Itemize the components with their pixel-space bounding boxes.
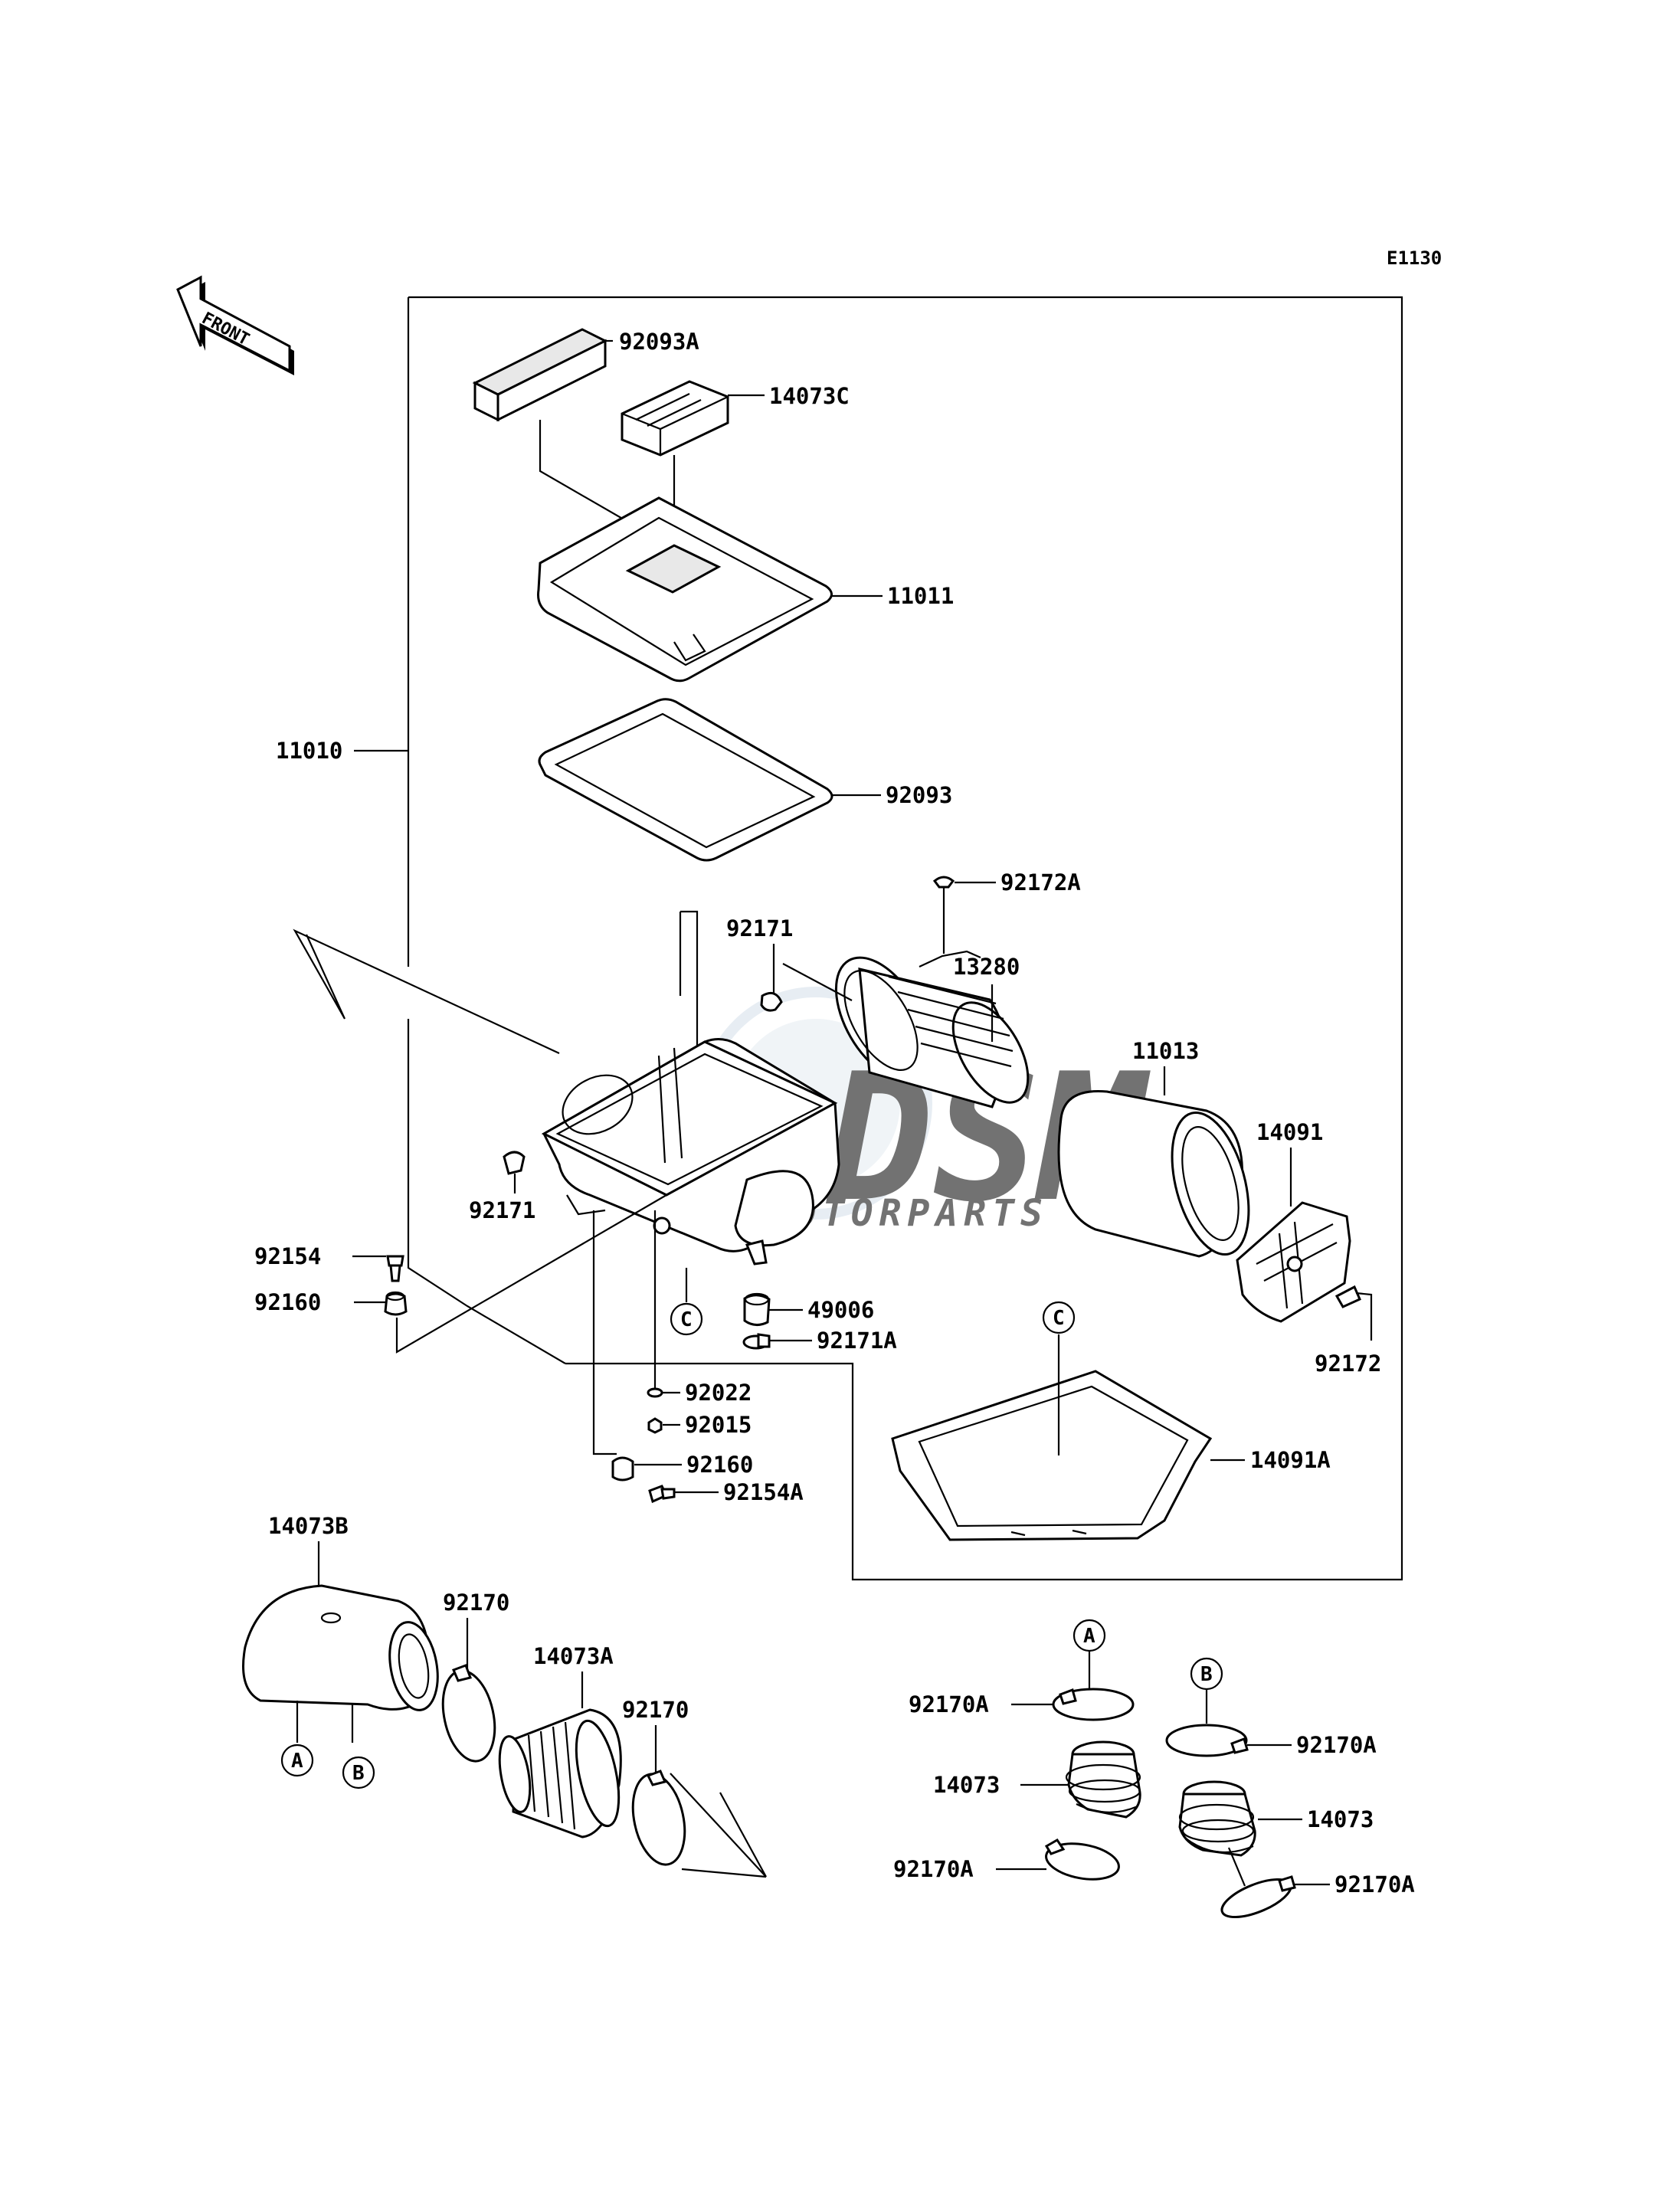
label-92170-a: 92170 <box>443 1590 509 1616</box>
callout-a-right-letter: A <box>1083 1625 1095 1648</box>
label-14073-2: 14073 <box>1307 1806 1374 1832</box>
callout-c-box <box>670 1302 703 1336</box>
label-92170a-2: 92170A <box>893 1856 974 1882</box>
label-92093a: 92093A <box>619 329 699 355</box>
label-11011: 11011 <box>887 583 954 609</box>
seal-strip-92093a <box>472 328 608 422</box>
callout-a-duct-letter: A <box>291 1750 303 1773</box>
clamp-92170a-3 <box>1165 1724 1249 1757</box>
label-92171-left: 92171 <box>469 1197 535 1223</box>
filter-element-11013 <box>1057 1089 1250 1258</box>
washer-92022 <box>647 1387 663 1398</box>
duct-cap-14073c <box>621 380 729 457</box>
clamp-92170a-4 <box>1220 1875 1296 1919</box>
end-plate-14091 <box>1236 1201 1351 1323</box>
label-92171a: 92171A <box>817 1328 897 1354</box>
gasket-92093 <box>538 698 833 862</box>
diagram-code: E1130 <box>1387 247 1442 269</box>
callout-b-duct-letter: B <box>352 1762 365 1785</box>
callout-a-duct <box>280 1744 314 1777</box>
label-92093: 92093 <box>886 782 952 808</box>
label-92172: 92172 <box>1315 1351 1381 1377</box>
clip-92171-top <box>760 991 783 1012</box>
label-92170a-3: 92170A <box>1296 1732 1377 1758</box>
callout-c-gasket-letter: C <box>1053 1307 1065 1330</box>
front-arrow-icon: FRONT <box>176 275 294 375</box>
intake-hose-14073a <box>498 1708 622 1838</box>
clamp-92170-b <box>631 1770 686 1866</box>
boot-14073-1 <box>1065 1740 1141 1819</box>
boot-14073-2 <box>1178 1780 1256 1857</box>
label-11013: 11013 <box>1132 1038 1199 1064</box>
label-14073b: 14073B <box>268 1513 349 1539</box>
label-14073-1: 14073 <box>933 1772 1000 1798</box>
drain-cap-49006 <box>743 1292 771 1326</box>
callout-b-right-letter: B <box>1200 1663 1213 1686</box>
clip-92171-left <box>503 1151 526 1175</box>
label-14091a: 14091A <box>1250 1447 1331 1473</box>
clamp-92170-a <box>441 1664 496 1763</box>
screw-92172 <box>1335 1285 1373 1341</box>
nut-92015 <box>647 1417 663 1434</box>
label-13280: 13280 <box>953 954 1020 980</box>
callout-c-gasket <box>1042 1301 1076 1334</box>
label-49006: 49006 <box>807 1297 874 1323</box>
label-14073a: 14073A <box>533 1643 614 1669</box>
intake-cover-14073b <box>242 1584 439 1711</box>
callout-b-duct <box>342 1756 375 1789</box>
gasket-plate-14091a <box>891 1370 1213 1541</box>
label-92160-low: 92160 <box>686 1452 753 1478</box>
label-92160-left: 92160 <box>254 1289 321 1315</box>
grommet-92160-left <box>384 1291 408 1316</box>
clamp-92170a-2 <box>1044 1838 1120 1881</box>
bolt-92154 <box>386 1255 404 1282</box>
grommet-92160-low <box>611 1456 634 1482</box>
clamp-92170a-1 <box>1052 1688 1135 1721</box>
label-92171-top: 92171 <box>726 915 793 941</box>
airbox-case-11010 <box>541 1038 840 1265</box>
label-92154: 92154 <box>254 1243 321 1269</box>
label-92154a: 92154A <box>723 1479 804 1505</box>
label-14091: 14091 <box>1256 1119 1323 1145</box>
airbox-cover-11011 <box>537 496 833 683</box>
label-92172a: 92172A <box>1000 869 1081 895</box>
assembly-outline <box>408 296 1403 1581</box>
label-11010: 11010 <box>276 738 342 764</box>
label-92022: 92022 <box>685 1380 752 1406</box>
label-92170-b: 92170 <box>622 1697 689 1723</box>
callout-c-box-letter: C <box>680 1308 693 1331</box>
assembly-outline-left <box>407 297 566 1364</box>
label-92015: 92015 <box>685 1412 752 1438</box>
label-92170a-1: 92170A <box>909 1691 989 1717</box>
label-14073c: 14073C <box>769 383 850 409</box>
bolt-92154a <box>648 1485 676 1504</box>
label-92170a-4: 92170A <box>1335 1871 1415 1897</box>
screw-92172a <box>932 876 955 927</box>
clip-92171a <box>742 1333 771 1350</box>
filter-holder-13280 <box>834 950 1030 1108</box>
